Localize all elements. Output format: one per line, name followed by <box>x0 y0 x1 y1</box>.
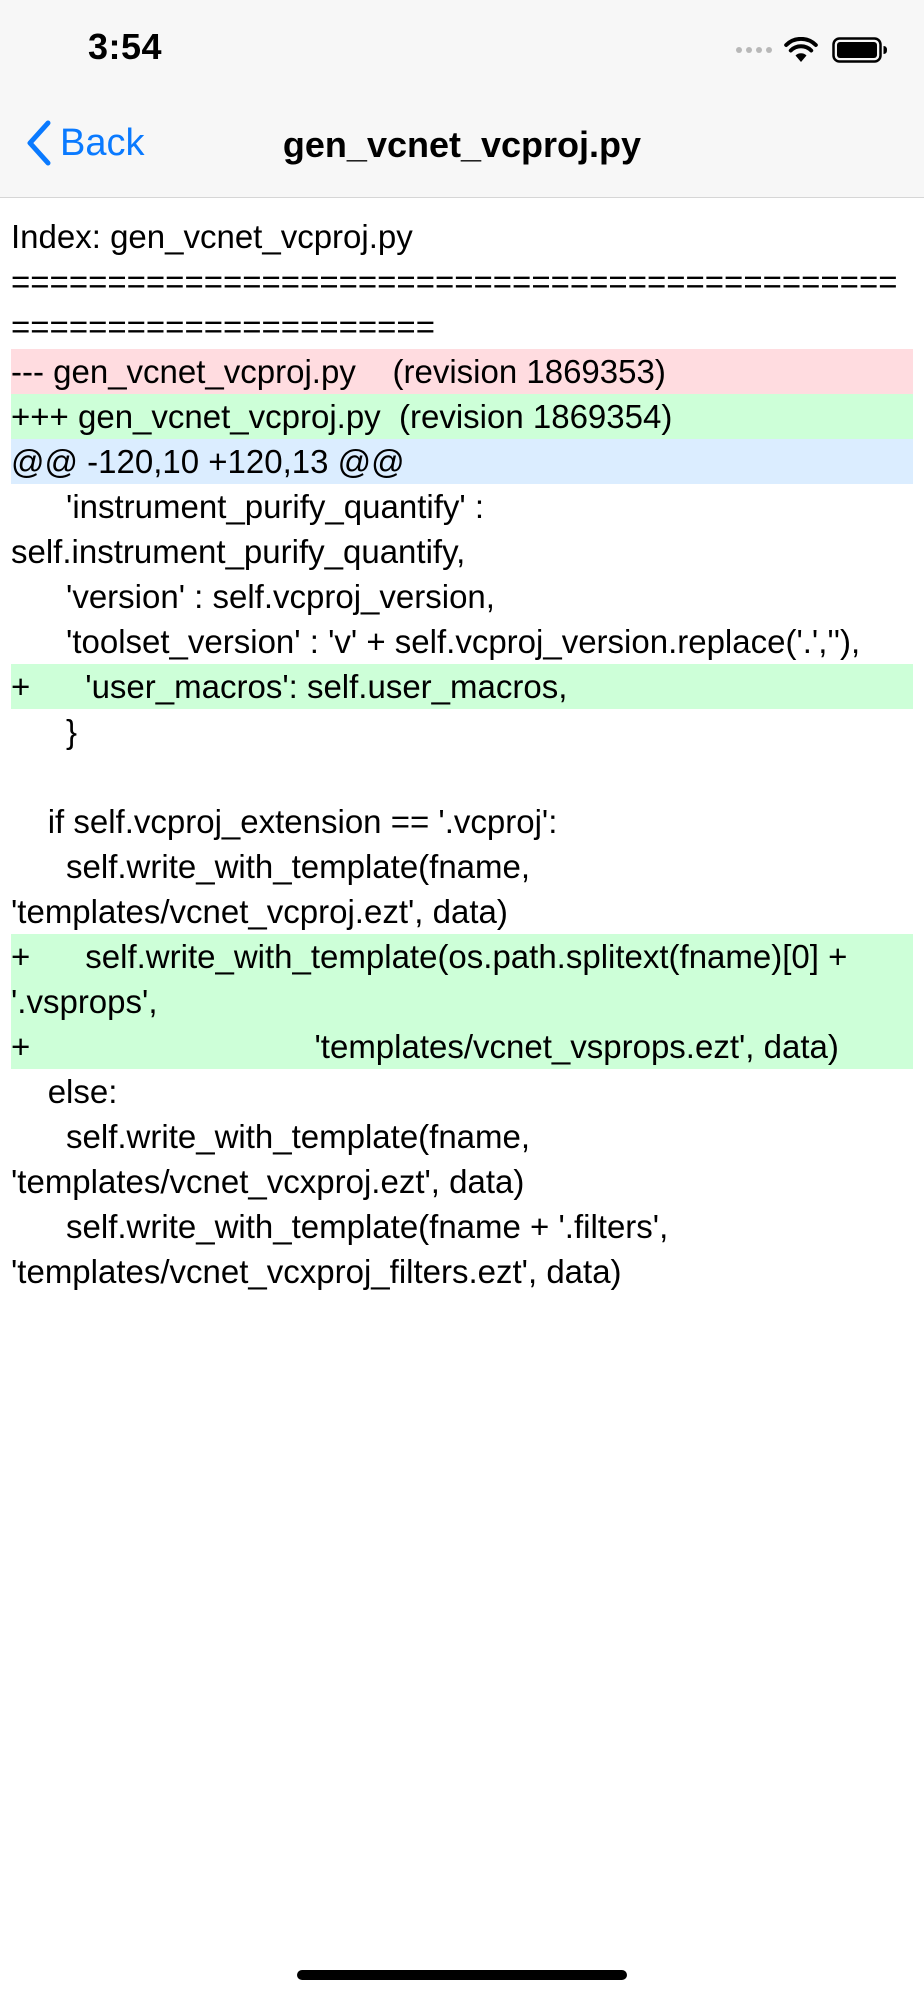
diff-line-context: 'instrument_purify_quantify' : self.inst… <box>11 488 494 570</box>
diff-line-context: if self.vcproj_extension == '.vcproj': <box>11 803 558 840</box>
diff-line-added: +++ gen_vcnet_vcproj.py (revision 186935… <box>11 394 913 439</box>
chevron-left-icon <box>27 120 51 166</box>
status-bar-icons <box>736 32 888 68</box>
diff-line-hunk: @@ -120,10 +120,13 @@ <box>11 439 913 484</box>
diff-line-context: self.write_with_template(fname, 'templat… <box>11 848 540 930</box>
home-indicator[interactable] <box>297 1970 627 1980</box>
diff-line-context: self.write_with_template(fname, 'templat… <box>11 1118 540 1200</box>
diff-line-context: Index: gen_vcnet_vcproj.py <box>11 218 413 255</box>
diff-line-context: self.write_with_template(fname + '.filte… <box>11 1208 678 1290</box>
diff-line-added: + self.write_with_template(os.path.split… <box>11 934 913 1069</box>
navigation-header: 3:54 Back gen_vcnet_vcproj.py <box>0 0 924 198</box>
diff-line-added: + 'user_macros': self.user_macros, <box>11 664 913 709</box>
battery-icon <box>832 37 887 63</box>
status-bar-time: 3:54 <box>88 26 163 67</box>
diff-line-context: 'version' : self.vcproj_version, <box>11 578 495 615</box>
diff-line-context <box>11 754 913 799</box>
diff-line-context: 'toolset_version' : 'v' + self.vcproj_ve… <box>11 623 861 660</box>
back-button-label: Back <box>60 121 145 164</box>
diff-line-removed: --- gen_vcnet_vcproj.py (revision 186935… <box>11 349 913 394</box>
back-button[interactable]: Back <box>26 120 144 166</box>
diff-line-context: else: <box>11 1073 118 1110</box>
diff-line-context: } <box>11 713 78 750</box>
page-title: gen_vcnet_vcproj.py <box>282 124 642 165</box>
diff-line-context: ========================================… <box>11 263 898 345</box>
diff-content: Index: gen_vcnet_vcproj.py ==============… <box>11 214 913 1294</box>
wifi-icon <box>784 37 818 62</box>
cellular-signal-icon <box>736 47 772 53</box>
